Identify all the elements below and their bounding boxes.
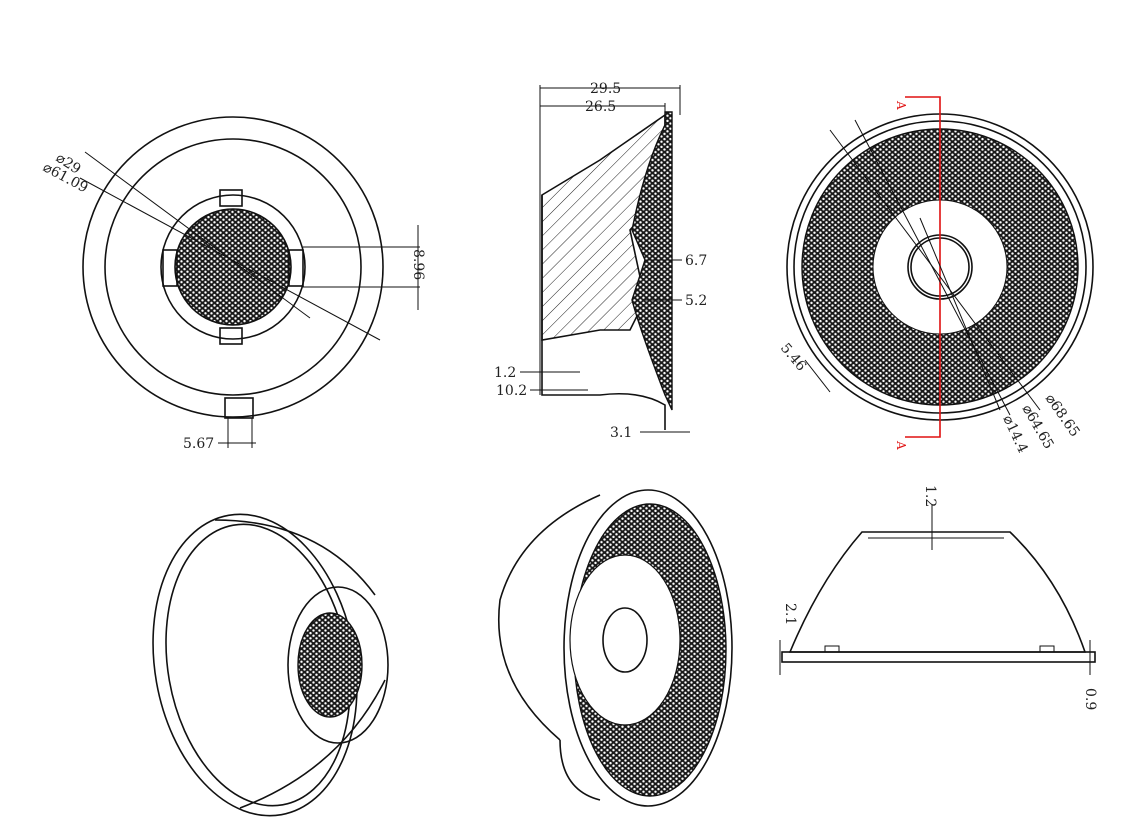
section-mesh xyxy=(631,111,673,411)
dim-tab-height: 8.96 xyxy=(410,249,426,280)
section-label-bottom: A xyxy=(894,440,908,450)
center-boss-iso xyxy=(569,554,681,726)
dim-top-step: 1.2 xyxy=(922,485,938,507)
section-outline xyxy=(541,195,666,430)
back-cone xyxy=(498,494,601,801)
dim-base-height: 2.1 xyxy=(782,603,798,625)
center-hole-iso xyxy=(602,607,648,673)
side-profile xyxy=(788,531,1087,653)
cone-outline xyxy=(214,519,386,809)
dim-5-2: 5.2 xyxy=(685,293,707,309)
mesh-aperture xyxy=(174,208,292,326)
dim-6-7: 6.7 xyxy=(685,253,707,269)
iso-view-back xyxy=(152,513,389,817)
hub-mesh xyxy=(297,612,363,718)
rear-view: A A 5.46 ⌀14.4 ⌀64.65 ⌀68.65 xyxy=(777,96,1094,456)
hub-ring xyxy=(160,194,306,340)
hub-tab-top xyxy=(219,189,243,207)
hub-tab-left xyxy=(162,249,178,287)
dim-flange: 3.1 xyxy=(610,425,632,441)
front-rim xyxy=(563,489,733,807)
dim-10-2: 10.2 xyxy=(496,383,527,399)
rim-tab xyxy=(224,397,254,419)
dim-notch: 5.46 xyxy=(777,340,809,374)
dim-line-29 xyxy=(84,151,311,319)
dim-1-2: 1.2 xyxy=(494,365,516,381)
hub-ellipse xyxy=(287,586,389,744)
iso-view-front xyxy=(498,489,733,807)
dim-base-thickness: 0.9 xyxy=(1082,688,1098,710)
section-label-top: A xyxy=(894,100,908,110)
side-view: 1.2 2.1 0.9 xyxy=(779,485,1098,710)
section-view: 29.5 26.5 6.7 5.2 1.2 10.2 3.1 xyxy=(494,81,707,441)
hub-tab-bottom xyxy=(219,327,243,345)
dim-body-height: 26.5 xyxy=(585,99,616,115)
base-plate xyxy=(781,651,1096,663)
front-view: ⌀29 ⌀61.09 8.96 5.67 xyxy=(40,116,426,452)
section-hatch xyxy=(541,113,666,341)
dim-tab-width: 5.67 xyxy=(183,436,214,452)
outer-rim xyxy=(82,116,384,418)
inner-rim xyxy=(104,138,362,396)
dim-overall-height: 29.5 xyxy=(590,81,621,97)
dim-line-61 xyxy=(79,177,381,341)
hub-tab-right xyxy=(288,249,304,287)
